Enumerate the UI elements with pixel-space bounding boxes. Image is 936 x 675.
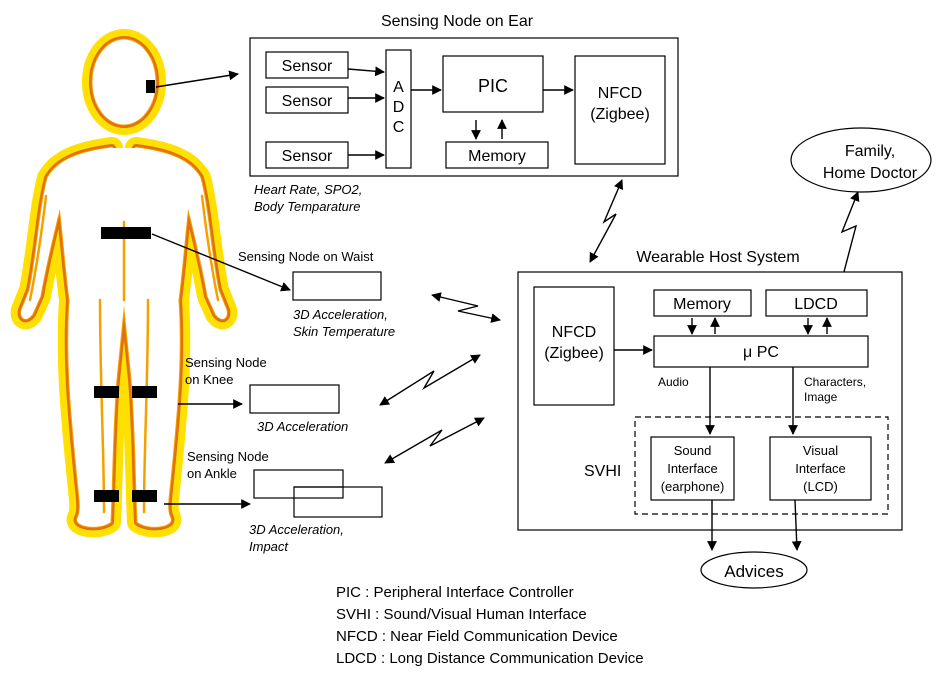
waist-node-caption-line2: Skin Temperature — [293, 324, 395, 339]
wearable-host-system: Wearable Host System NFCD (Zigbee) Memor… — [517, 249, 903, 551]
waist-to-node-arrow — [151, 233, 291, 292]
visual-label-line3: (LCD) — [803, 479, 838, 494]
ankle-node-title-line1: Sensing Node — [187, 449, 269, 464]
waist-sensing-node: Sensing Node on Waist 3D Acceleration, S… — [238, 249, 395, 339]
characters-label-line2: Image — [804, 390, 838, 404]
ankle-node-caption-line2: Impact — [249, 539, 289, 554]
sensor-label-2: Sensor — [282, 93, 333, 110]
ldcd-label: LDCD — [794, 296, 838, 313]
visual-interface-box — [769, 436, 872, 501]
characters-label-line1: Characters, — [804, 375, 866, 389]
ear-node-caption-line2: Body Temparature — [254, 199, 360, 214]
adc-box — [385, 49, 412, 169]
legend-item-pic: PIC : Peripheral Interface Controller — [336, 584, 574, 601]
sound-label-line3: (earphone) — [661, 479, 725, 494]
left-knee-sensor-marker — [94, 386, 119, 398]
ear-nfcd-label-line2: (Zigbee) — [590, 106, 650, 123]
sound-label-line1: Sound — [674, 443, 712, 458]
pic-box — [442, 55, 544, 113]
advices-ellipse — [700, 551, 808, 589]
ear-nfcd-box — [574, 55, 666, 165]
family-label-line1: Family, — [845, 143, 895, 160]
ankle-to-host-wireless-link — [384, 417, 485, 464]
waist-node-caption-line1: 3D Acceleration, — [293, 307, 388, 322]
knee-node-title-line2: on Knee — [185, 372, 233, 387]
family-home-doctor: Family, Home Doctor — [790, 127, 932, 193]
body-interior — [92, 39, 156, 125]
right-knee-sensor-marker — [132, 386, 157, 398]
audio-label: Audio — [658, 375, 689, 389]
family-ellipse — [790, 127, 932, 193]
family-label-line2: Home Doctor — [823, 165, 918, 182]
ear-to-host-wireless-link — [589, 179, 624, 263]
right-ankle-sensor-marker — [132, 490, 157, 502]
sound-label-line2: Interface — [667, 461, 718, 476]
host-to-family-wireless-link — [837, 191, 860, 288]
wireless-links — [379, 179, 860, 464]
ear-sensor-marker — [146, 80, 155, 93]
micro-pc-label: μ PC — [743, 344, 779, 361]
ear-nfcd-label-line1: NFCD — [598, 85, 642, 102]
legend-item-nfcd: NFCD : Near Field Communication Device — [336, 628, 618, 645]
micro-pc-box — [653, 335, 869, 368]
ankle-sensing-node: Sensing Node on Ankle 3D Acceleration, I… — [187, 449, 383, 554]
legend-item-svhi: SVHI : Sound/Visual Human Interface — [336, 606, 587, 623]
advices-output: Advices — [700, 551, 808, 589]
sensor-box-2 — [265, 86, 349, 114]
host-memory-box — [653, 289, 752, 317]
waist-node-box — [292, 271, 382, 301]
ankle-node-box-1 — [253, 469, 344, 499]
visual-label-line1: Visual — [803, 443, 838, 458]
ear-memory-box — [445, 141, 549, 169]
knee-node-caption: 3D Acceleration — [257, 419, 348, 434]
sound-interface-box — [650, 436, 735, 501]
knee-node-title-line1: Sensing Node — [185, 355, 267, 370]
visual-label-line2: Interface — [795, 461, 846, 476]
knee-node-box — [249, 384, 340, 414]
ldcd-box — [765, 289, 868, 317]
svhi-label: SVHI — [584, 463, 621, 480]
host-title: Wearable Host System — [636, 249, 799, 266]
host-nfcd-label-line2: (Zigbee) — [544, 345, 604, 362]
waist-sensor-marker — [101, 227, 151, 239]
ear-node-caption-line1: Heart Rate, SPO2, — [254, 182, 362, 197]
ankle-node-caption-line1: 3D Acceleration, — [249, 522, 344, 537]
ear-node-title: Sensing Node on Ear — [381, 13, 534, 30]
ear-sensing-node: Sensing Node on Ear Sensor Sensor Sensor… — [249, 13, 679, 214]
human-body-figure — [10, 29, 238, 538]
adc-letter-d: D — [393, 99, 405, 116]
ear-memory-label: Memory — [468, 148, 526, 165]
knee-to-host-wireless-link — [379, 354, 481, 406]
ear-to-node-arrow — [155, 70, 239, 88]
sensor-box-3 — [265, 141, 349, 169]
waist-to-host-wireless-link — [431, 292, 501, 323]
abbreviation-legend: PIC : Peripheral Interface Controller SV… — [336, 584, 644, 667]
svhi-dashed-frame — [634, 416, 889, 515]
sensor-label-3: Sensor — [282, 148, 333, 165]
host-memory-label: Memory — [673, 296, 731, 313]
visual-to-advices-arrow — [791, 499, 802, 551]
knee-sensing-node: Sensing Node on Knee 3D Acceleration — [185, 355, 348, 434]
ankle-node-title-line2: on Ankle — [187, 466, 237, 481]
left-ankle-sensor-marker — [94, 490, 119, 502]
advices-label: Advices — [724, 562, 784, 581]
pic-label: PIC — [478, 76, 508, 96]
legend-item-ldcd: LDCD : Long Distance Communication Devic… — [336, 650, 644, 667]
waist-node-title: Sensing Node on Waist — [238, 249, 374, 264]
host-nfcd-box — [533, 286, 615, 406]
host-nfcd-label-line1: NFCD — [552, 324, 596, 341]
adc-letter-a: A — [393, 79, 404, 96]
adc-letter-c: C — [393, 119, 405, 136]
sensor-label-1: Sensor — [282, 58, 333, 75]
sensor1-to-adc-arrow — [347, 66, 385, 77]
sensor-box-1 — [265, 51, 349, 79]
body-inner-stripe — [28, 194, 220, 514]
